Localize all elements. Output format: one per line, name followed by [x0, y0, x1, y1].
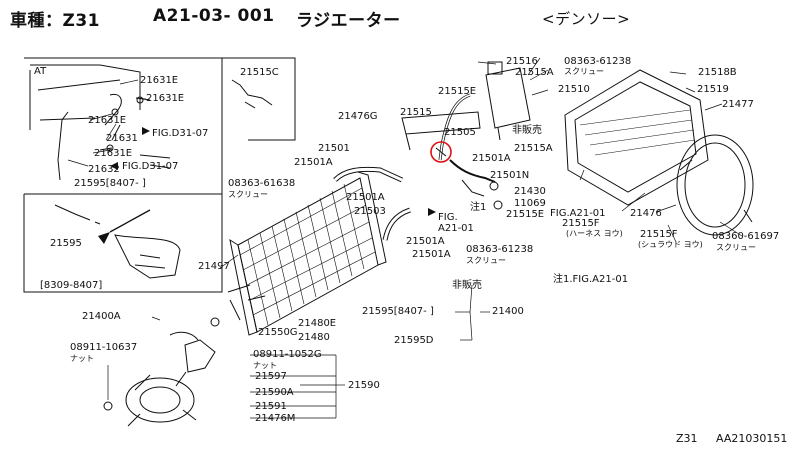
screw-note: スクリュー — [716, 243, 756, 252]
part-21631E[interactable]: 21631E — [88, 115, 127, 126]
part-21480E[interactable]: 21480E — [298, 318, 337, 329]
part-21518B[interactable]: 21518B — [698, 67, 737, 78]
catalog-code: A21-03- 001 — [153, 6, 275, 26]
part-21595[interactable]: 21595[8407- ] — [362, 306, 434, 317]
part-21550G[interactable]: 21550G — [258, 327, 298, 338]
fig-a21-01-ref[interactable]: FIG.A21-01 — [550, 208, 606, 219]
footer-model: Z31 — [676, 432, 698, 445]
reservoir-tank — [485, 67, 531, 129]
part-21597[interactable]: 21597 — [255, 371, 287, 382]
part-21515E[interactable]: 21515E — [438, 86, 477, 97]
part-21515A[interactable]: 21515A — [515, 67, 554, 78]
part-21497[interactable]: 21497 — [198, 261, 230, 272]
part-21501[interactable]: 21501 — [318, 143, 350, 154]
part-21501A[interactable]: 21501A — [346, 192, 385, 203]
fig-a21-01-ref[interactable]: FIG. — [438, 212, 458, 223]
part-21590A[interactable]: 21590A — [255, 387, 294, 398]
part-21631[interactable]: 21631 — [106, 133, 138, 144]
nut-note: ナット — [70, 354, 94, 363]
part-21400[interactable]: 21400 — [492, 306, 524, 317]
harness-note: (ハーネス ヨウ) — [566, 229, 623, 238]
part-21430[interactable]: 21430 — [514, 186, 546, 197]
screw-note: スクリュー — [564, 67, 604, 76]
nut-note: ナット — [253, 361, 277, 370]
part-21590[interactable]: 21590 — [348, 380, 380, 391]
at-inset-frame — [24, 57, 223, 195]
hose-inset-frame — [222, 57, 296, 141]
fig-a21-01-ref[interactable]: A21-01 — [438, 223, 474, 234]
date-range: [8309-8407] — [40, 280, 103, 291]
part-21501A[interactable]: 21501A — [412, 249, 451, 260]
part-21505[interactable]: 21505 — [444, 127, 476, 138]
part-21501A[interactable]: 21501A — [406, 236, 445, 247]
cooling-fan — [125, 371, 197, 427]
part-21476G[interactable]: 21476G — [338, 111, 378, 122]
nut-08911-10637[interactable]: 08911-10637 — [70, 342, 138, 353]
part-21595D[interactable]: 21595D — [394, 335, 434, 346]
part-21501A[interactable]: 21501A — [294, 157, 333, 168]
part-21519[interactable]: 21519 — [697, 84, 729, 95]
sensor-inset-frame — [23, 194, 223, 293]
shroud-note: (シュラウド ヨウ) — [638, 240, 703, 249]
part-21591[interactable]: 21591 — [255, 401, 287, 412]
bolt-08363-61238[interactable]: 08363-61238 — [466, 244, 534, 255]
part-21510[interactable]: 21510 — [558, 84, 590, 95]
part-21515A[interactable]: 21515A — [514, 143, 553, 154]
not-for-sale-note: 非販売 — [512, 125, 542, 136]
part-21595[interactable]: 21595 — [50, 238, 82, 249]
part-21631E[interactable]: 21631E — [94, 148, 133, 159]
part-21480[interactable]: 21480 — [298, 332, 330, 343]
part-21501N[interactable]: 21501N — [490, 170, 530, 181]
part-11069[interactable]: 11069 — [514, 198, 546, 209]
not-for-sale-note: 非販売 — [452, 280, 482, 291]
part-21595[interactable]: 21595[8407- ] — [74, 178, 146, 189]
part-21476M[interactable]: 21476M — [255, 413, 296, 424]
note-1: 注1 — [470, 202, 487, 213]
part-group-name: ラジエーター — [296, 11, 401, 31]
part-21476[interactable]: 21476 — [630, 208, 662, 219]
fig-d31-07-ref[interactable]: FIG.D31-07 — [122, 161, 179, 172]
part-21503[interactable]: 21503 — [354, 206, 386, 217]
part-21501A[interactable]: 21501A — [472, 153, 511, 164]
part-21516[interactable]: 21516 — [506, 56, 538, 67]
footer-ref: AA21030151 — [716, 432, 788, 445]
part-21631E[interactable]: 21631E — [146, 93, 185, 104]
part-21477[interactable]: 21477 — [722, 99, 754, 110]
fan-shroud — [564, 69, 709, 206]
part-21515F[interactable]: 21515F — [640, 229, 678, 240]
part-21400A[interactable]: 21400A — [82, 311, 121, 322]
screw-note: スクリュー — [228, 190, 268, 199]
part-21515[interactable]: 21515 — [400, 107, 432, 118]
bolt-08363-61638[interactable]: 08363-61638 — [228, 178, 296, 189]
sensor-arrow — [98, 232, 110, 244]
part-21515E[interactable]: 21515E — [506, 209, 545, 220]
manufacturer-name: <デンソー> — [542, 10, 631, 28]
note-1-fig: 注1.FIG.A21-01 — [553, 274, 629, 285]
bolt-08360-61697[interactable]: 08360-61697 — [712, 231, 780, 242]
part-21632[interactable]: 21632 — [88, 164, 120, 175]
fig-d31-07-ref[interactable]: FIG.D31-07 — [152, 128, 209, 139]
at-label: AT — [34, 66, 47, 77]
nut-08911-1052G[interactable]: 08911-1052G — [253, 349, 322, 360]
vehicle-model-title: 車種：Z31 — [10, 11, 100, 31]
bolt-08363-61238[interactable]: 08363-61238 — [564, 56, 632, 67]
part-21515F[interactable]: 21515F — [562, 218, 600, 229]
part-21631E[interactable]: 21631E — [140, 75, 179, 86]
part-21515C[interactable]: 21515C — [240, 67, 279, 78]
screw-note: スクリュー — [466, 256, 506, 265]
